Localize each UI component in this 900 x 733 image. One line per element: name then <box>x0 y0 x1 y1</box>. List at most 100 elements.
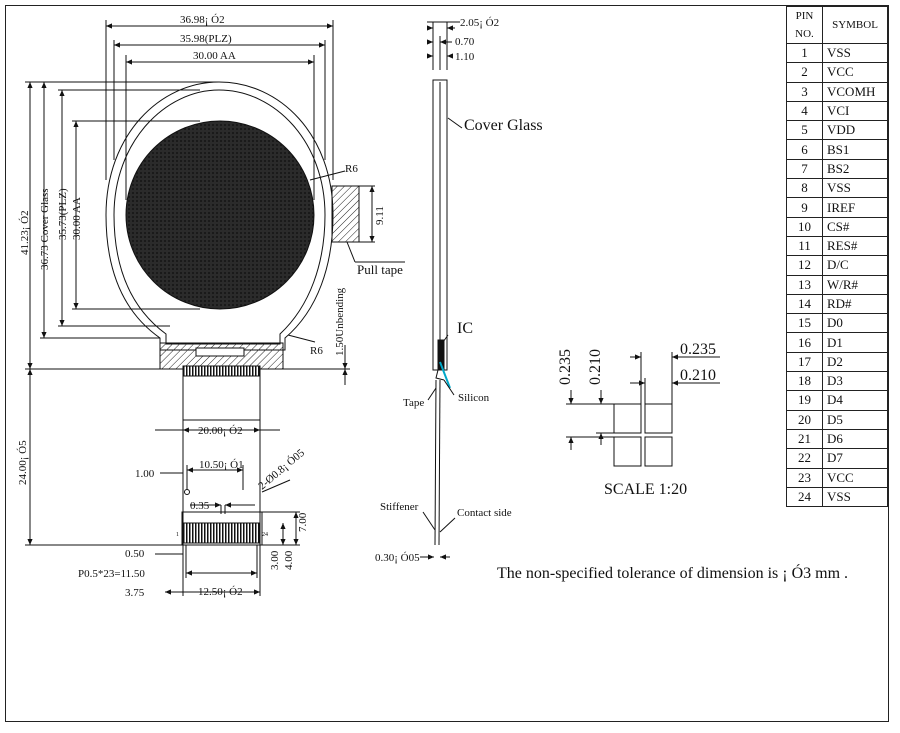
dim-0-50: 0.50 <box>125 548 145 560</box>
pixel-h-0-235: 0.235 <box>680 341 716 358</box>
pitch-total: P0.5*23=11.50 <box>78 568 145 580</box>
pixel-v-0-235: 0.235 <box>557 349 574 385</box>
pixel-3 <box>613 436 642 467</box>
pin-number: 24 <box>786 486 823 508</box>
pull-tape-height: 9.11 <box>374 206 386 225</box>
pin-symbol: RES# <box>822 235 888 257</box>
pin-no-header: PIN NO. <box>786 6 823 44</box>
pixel-h-0-210: 0.210 <box>680 367 716 384</box>
pin-number: 18 <box>786 371 823 392</box>
pin-symbol: VSS <box>822 178 888 199</box>
pin-first: 1 <box>176 532 179 538</box>
fpc-stiffener <box>181 511 263 546</box>
plz-outline <box>113 89 326 345</box>
pitch-span: 10.50¡ Ó1 <box>199 459 244 471</box>
pin-number: 2 <box>786 62 823 83</box>
pin-number: 1 <box>786 42 823 64</box>
fpc-contacts <box>182 522 261 544</box>
pin-symbol: VCI <box>822 100 888 122</box>
pin-number: 6 <box>786 139 823 160</box>
symbol-header: SYMBOL <box>822 6 888 44</box>
pin-symbol: VCOMH <box>822 81 888 102</box>
side-cover-glass-label: Cover Glass <box>464 117 543 134</box>
side-tape-label: Tape <box>403 397 424 409</box>
pin-number: 14 <box>786 293 823 315</box>
radius-top: R6 <box>345 163 358 175</box>
side-ic <box>437 339 445 371</box>
side-stiffener-label: Stiffener <box>380 501 419 513</box>
pin-number: 19 <box>786 390 823 411</box>
pin-number: 5 <box>786 120 823 141</box>
pixel-2 <box>644 403 673 434</box>
radius-bottom: R6 <box>310 345 323 357</box>
hole-dim: 2-Ø0.8¡ Ó05 <box>256 447 307 493</box>
fpc-tail-upper <box>182 375 261 421</box>
pin-symbol: BS1 <box>822 139 888 160</box>
dim-3-00: 3.00 <box>269 550 281 570</box>
pin-number: 10 <box>786 216 823 237</box>
pin-symbol: D7 <box>822 448 888 469</box>
scale-label: SCALE 1:20 <box>604 481 688 498</box>
pin-symbol: VCC <box>822 467 888 488</box>
pin-symbol: RD# <box>822 293 888 315</box>
dim-7-00: 7.00 <box>297 512 309 532</box>
pull-tape <box>331 185 360 243</box>
pin-number: 20 <box>786 409 823 430</box>
dim-cover-glass-height: 36.73 Cover Glass <box>39 188 51 270</box>
dim-1-00: 1.00 <box>135 468 155 480</box>
pin-number: 21 <box>786 428 823 450</box>
drawing-frame <box>5 5 889 722</box>
side-contact-label: Contact side <box>457 507 512 519</box>
side-silicon <box>439 361 451 389</box>
side-dim-1-10: 1.10 <box>455 51 475 63</box>
pull-tape-label: Pull tape <box>357 262 403 277</box>
fpc-length: 24.00¡ Ó5 <box>17 440 29 485</box>
pin-symbol: D3 <box>822 371 888 392</box>
pin-symbol: VDD <box>822 120 888 141</box>
pin-symbol: D4 <box>822 390 888 411</box>
pin-symbol: W/R# <box>822 274 888 295</box>
fpc-width: 20.00¡ Ó2 <box>198 425 243 437</box>
pin-number: 13 <box>786 274 823 295</box>
pin-last: 24 <box>262 532 268 538</box>
fpc-hole-left <box>184 489 190 495</box>
dim-3-75: 3.75 <box>125 587 145 599</box>
side-silicon-label: Silicon <box>458 392 490 404</box>
dim-4-00: 4.00 <box>283 550 295 570</box>
dim-plz-height: 35.73(PLZ) <box>57 188 69 240</box>
pin-symbol: D1 <box>822 332 888 353</box>
pin-symbol: D6 <box>822 428 888 450</box>
side-fpc-thickness: 0.30¡ Ó05 <box>375 552 420 564</box>
pin-symbol: BS2 <box>822 158 888 180</box>
pin-number: 7 <box>786 158 823 180</box>
pin-number: 22 <box>786 448 823 469</box>
active-area <box>125 120 315 310</box>
side-dim-0-70: 0.70 <box>455 36 475 48</box>
dim-0-35: 0.35 <box>190 500 210 512</box>
pin-table-header: PIN NO. SYMBOL <box>786 6 888 44</box>
dim-overall-width: 36.98¡ Ó2 <box>180 14 225 26</box>
pin-number: 16 <box>786 332 823 353</box>
pixel-4 <box>644 436 673 467</box>
